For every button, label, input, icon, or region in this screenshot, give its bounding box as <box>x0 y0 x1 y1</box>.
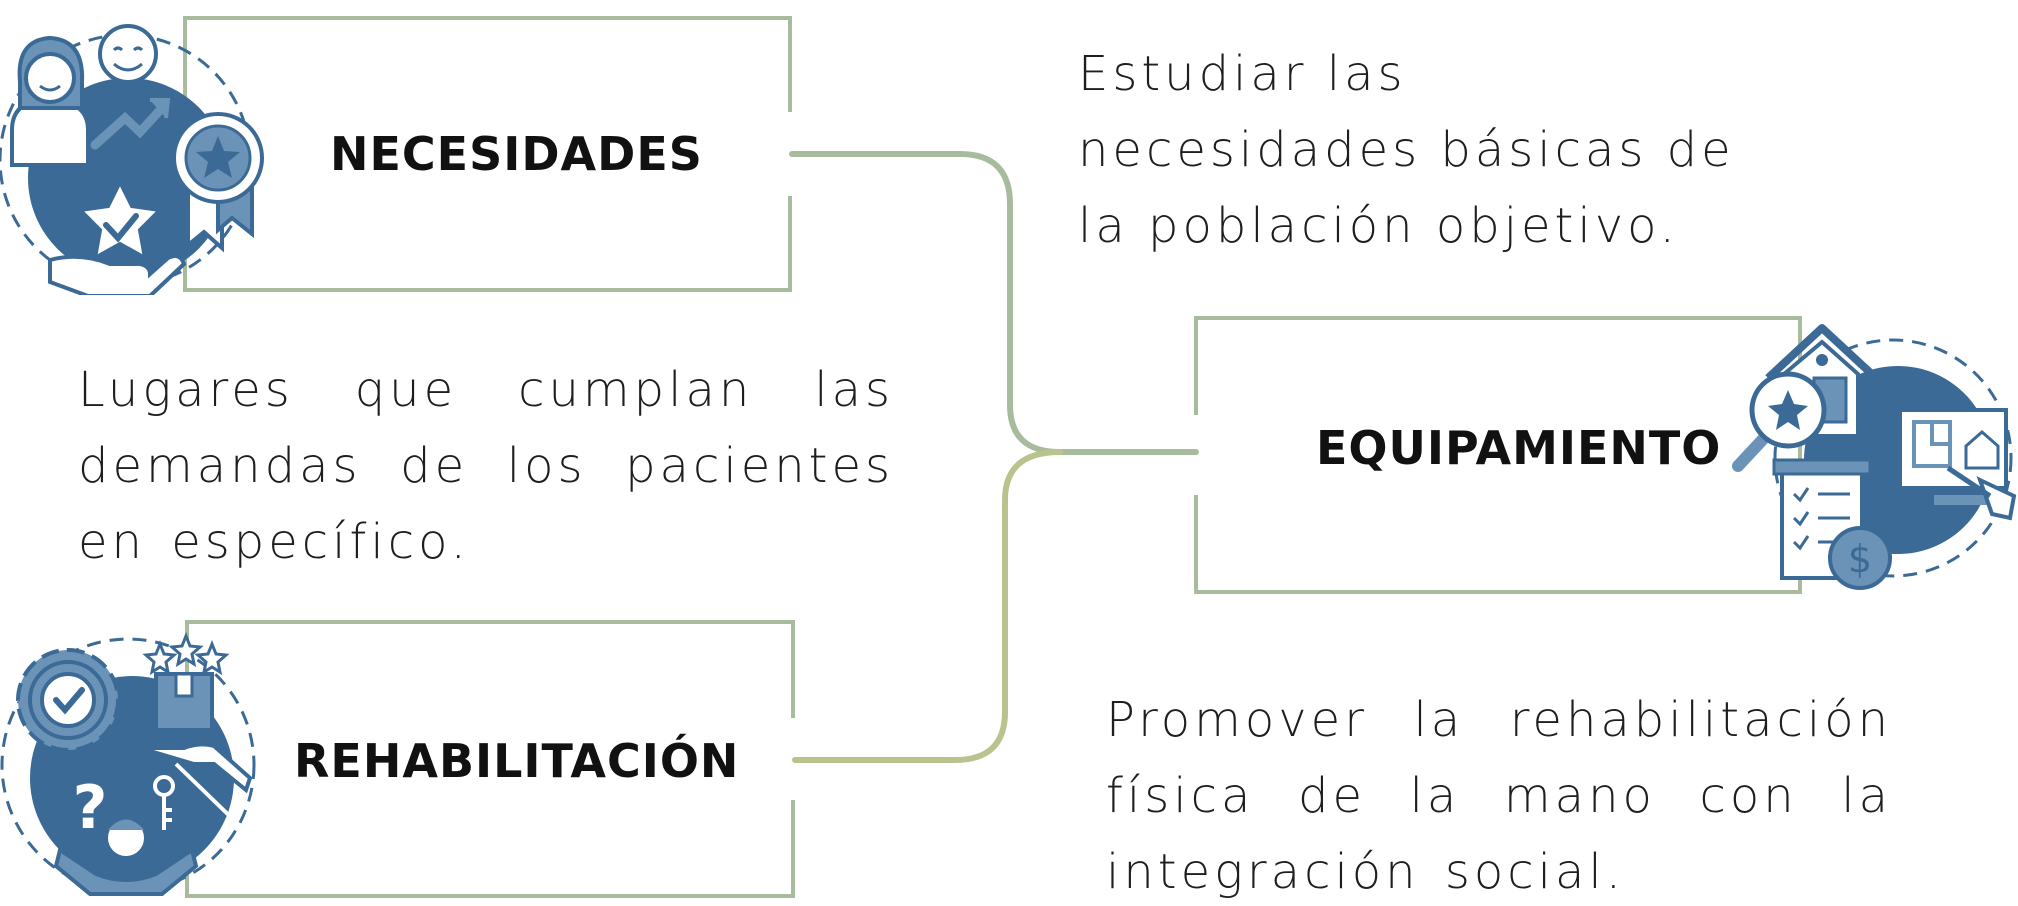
necesidades-label: NECESIDADES <box>330 127 703 181</box>
equipamiento-box <box>1194 316 1802 594</box>
connector-rehabilitacion <box>792 449 1063 763</box>
rehabilitacion-description: Promover la rehabilitación física de la … <box>1106 692 1892 900</box>
equipamiento-label: EQUIPAMIENTO <box>1316 421 1722 475</box>
equipment-planning-icon: $ <box>1732 324 2017 590</box>
rehabilitacion-label: REHABILITACIÓN <box>294 734 740 788</box>
svg-text:$: $ <box>1848 537 1872 581</box>
svg-text:?: ? <box>73 773 108 843</box>
connector-necesidades <box>789 151 1199 455</box>
necesidades-description: Estudiar las necesidades básicas de la p… <box>1078 46 1735 254</box>
equipamiento-description: Lugares que cumplan las demandas de los … <box>78 362 894 570</box>
rehabilitation-support-icon: ? <box>0 631 256 896</box>
needs-satisfaction-icon <box>0 24 264 295</box>
